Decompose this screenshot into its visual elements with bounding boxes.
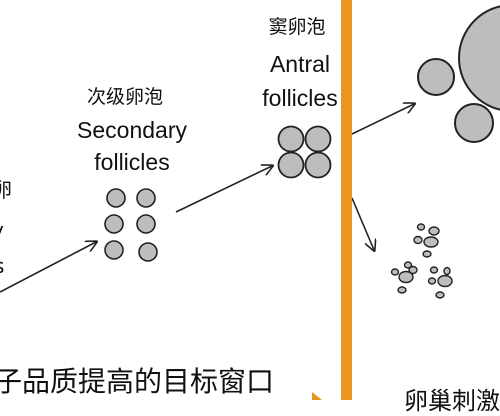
small-cell xyxy=(423,236,439,248)
arrow-to-small-cells xyxy=(351,197,374,250)
orange-divider xyxy=(341,0,352,400)
small-cell xyxy=(408,265,418,275)
follicle-diagram xyxy=(0,0,500,400)
left-fragment-2: y xyxy=(0,218,4,243)
left-fragment-3: s xyxy=(0,254,4,279)
secondary-follicle xyxy=(138,242,158,262)
antral-follicle xyxy=(277,151,305,179)
antral-follicle-cluster xyxy=(277,125,332,179)
antral-follicle xyxy=(304,151,332,179)
small-cell xyxy=(427,277,437,285)
secondary-follicle xyxy=(104,214,124,234)
small-cell xyxy=(435,291,445,299)
secondary-follicles-en2: follicles xyxy=(94,149,170,175)
small-cell xyxy=(429,266,439,274)
small-cell xyxy=(413,235,423,245)
secondary-follicle xyxy=(106,188,126,208)
large-follicle xyxy=(454,103,494,143)
arrow-to-secondary xyxy=(0,242,96,293)
arrow-to-antral xyxy=(175,166,272,213)
orange-marker xyxy=(312,392,322,400)
secondary-follicles-zh: 次级卵泡 xyxy=(86,86,163,108)
large-follicle-cluster xyxy=(417,5,500,143)
small-cell xyxy=(416,223,426,231)
small-cell xyxy=(397,286,407,294)
small-cell xyxy=(422,250,432,258)
antral-follicle xyxy=(277,125,305,153)
small-cell xyxy=(398,270,414,284)
secondary-follicle xyxy=(104,240,124,260)
small-cell xyxy=(443,266,451,276)
left-fragment-1: 卵 xyxy=(0,178,12,202)
small-cell xyxy=(428,226,440,236)
small-cell xyxy=(403,261,413,269)
bottom-window-text: 子品质提高的目标窗口 xyxy=(0,365,275,398)
secondary-follicles-en: Secondary xyxy=(77,117,187,143)
antral-follicles-en: Antral xyxy=(269,51,331,77)
large-follicle xyxy=(417,58,455,96)
small-cell xyxy=(390,268,400,276)
secondary-follicle xyxy=(136,188,156,208)
antral-follicles-en2: follicles xyxy=(262,85,338,111)
antral-follicles-zh: 窦卵泡 xyxy=(268,16,326,38)
dominant-follicle xyxy=(458,5,500,111)
secondary-follicle xyxy=(136,214,156,234)
antral-follicle xyxy=(304,125,332,153)
small-cell xyxy=(437,274,453,288)
arrow-to-large-follicles xyxy=(351,104,414,135)
small-cell-cluster xyxy=(390,223,453,299)
secondary-follicle-cluster xyxy=(104,188,158,262)
